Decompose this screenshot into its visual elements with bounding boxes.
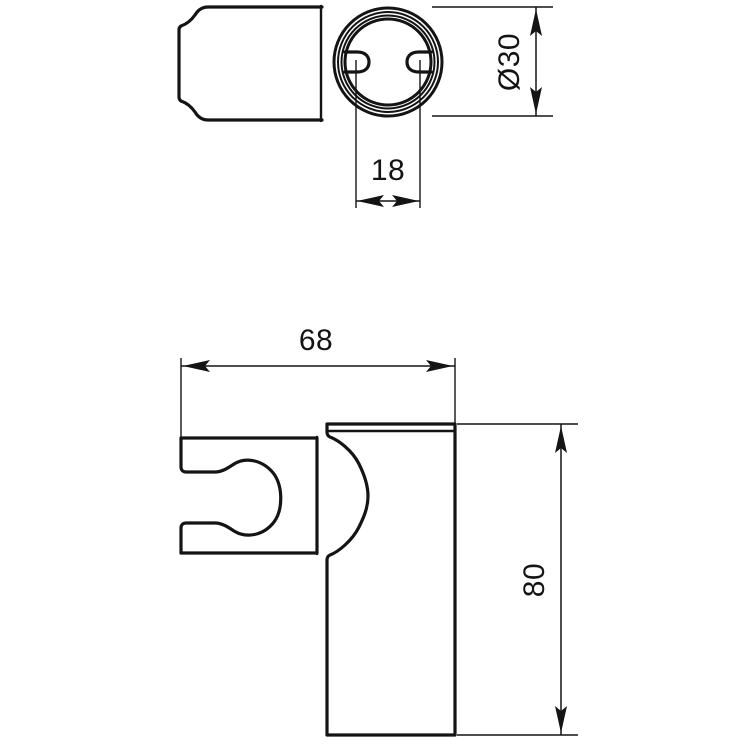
arrow-18-left [357,195,384,207]
fixing-slot-right [405,50,433,74]
flange-ring-outer-1 [332,6,444,118]
dim-label-height-80: 80 [518,563,551,597]
arrow-80-top [555,426,567,453]
dim-label-diameter-30: Ø30 [493,33,526,91]
top-view-bracket-arm-outline [177,5,324,122]
dimension-diameter-30: Ø30 [432,6,553,117]
arrow-68-left [183,360,210,372]
dimension-width-18: 18 [355,60,421,208]
arrow-d30-top [530,9,542,36]
arrow-80-bottom [555,706,567,733]
cradle-outline [179,436,319,555]
wall-plate-outline [325,422,457,737]
flange-ring-2 [337,11,439,113]
arrow-d30-bottom [530,87,542,114]
dim-label-width-18: 18 [371,154,405,187]
arrow-68-right [426,360,453,372]
side-view: 68 80 [179,324,578,737]
dimension-depth-68: 68 [180,324,456,440]
dimension-height-80: 80 [457,423,578,736]
fixing-slot-left [343,50,371,74]
flange-ring-inner-4 [343,17,433,107]
flange-ring-3 [340,14,436,110]
dim-label-depth-68: 68 [299,324,333,357]
top-view: Ø30 18 [177,4,553,208]
arrow-18-right [392,195,419,207]
